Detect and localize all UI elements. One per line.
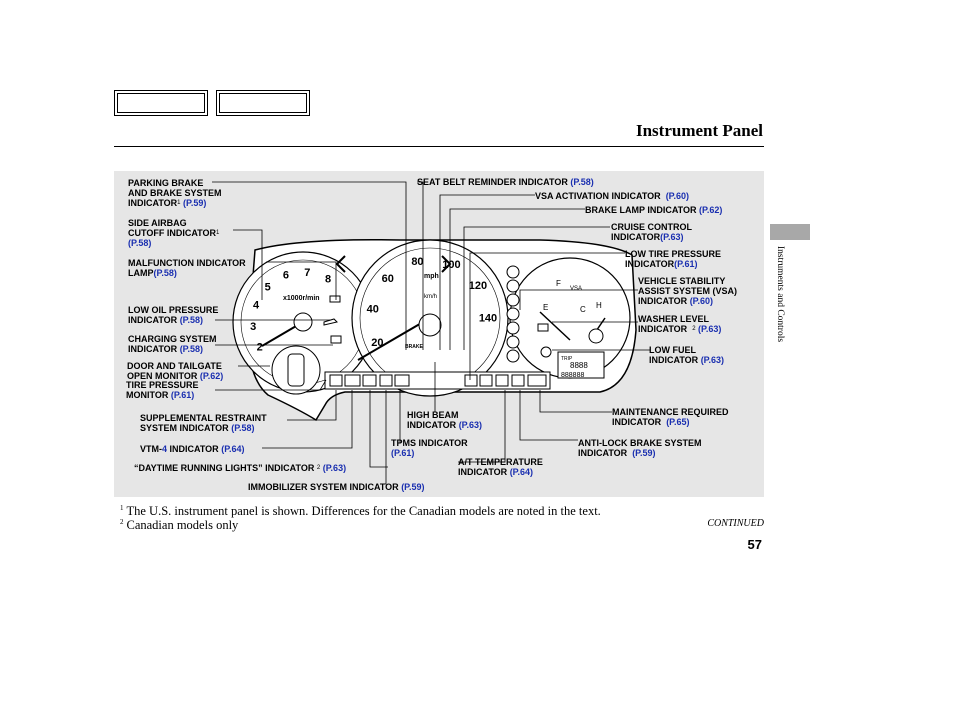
page-number: 57: [747, 537, 762, 552]
brake-word: BRAKE: [405, 344, 423, 350]
engine-icon: [329, 295, 341, 303]
odo-digits-2: 888888: [561, 372, 584, 379]
label-parking-brake: PARKING BRAKE AND BRAKE SYSTEM INDICATOR…: [128, 178, 222, 208]
label-low-fuel: LOW FUEL INDICATOR (P.63): [649, 345, 725, 365]
title-rule: [114, 146, 764, 147]
label-drl: “DAYTIME RUNNING LIGHTS” INDICATOR 2 (P.…: [134, 463, 347, 473]
tach-number-6: 6: [283, 270, 289, 282]
indicator-column: [506, 265, 520, 363]
tach-number-5: 5: [265, 281, 271, 293]
low-fuel-icon: [540, 346, 552, 358]
vtm4-icon: [344, 374, 361, 387]
label-vsa-system: VEHICLE STABILITY ASSIST SYSTEM (VSA) IN…: [638, 276, 738, 306]
tach-number-4: 4: [253, 300, 260, 312]
speed-number-100: 100: [442, 259, 460, 271]
leader-lines: [212, 181, 650, 485]
temp-c-label: C: [580, 305, 586, 314]
continued-marker: CONTINUED: [707, 518, 764, 529]
fuel-needle: [539, 311, 571, 341]
tach-number-7: 7: [304, 267, 310, 279]
tachometer-numbers: 23 456 7 8: [250, 267, 331, 354]
at-temp-icon: [479, 374, 493, 387]
speed-number-80: 80: [411, 256, 423, 268]
odometer-display: [557, 351, 605, 379]
drl-icon: [362, 374, 377, 387]
srs-icon: [329, 374, 343, 387]
low-tire-icon: [464, 374, 478, 387]
tach-number-8: 8: [325, 273, 331, 285]
label-vsa-activation: VSA ACTIVATION INDICATOR (P.60): [535, 191, 690, 201]
label-immobilizer: IMMOBILIZER SYSTEM INDICATOR (P.59): [248, 482, 425, 492]
tachometer-hub: [293, 312, 313, 332]
fuel-f-label: F: [556, 279, 561, 288]
speed-number-20: 20: [371, 337, 383, 349]
tach-unit: x1000r/min: [283, 295, 320, 302]
label-charging: CHARGING SYSTEM INDICATOR (P.58): [128, 334, 217, 354]
indicator-circle: [506, 307, 520, 321]
tach-number-3: 3: [250, 321, 256, 333]
speedometer-hub: [418, 313, 442, 337]
tach-number-2: 2: [257, 342, 263, 354]
maintenance-icon: [527, 374, 547, 387]
speed-number-60: 60: [382, 273, 394, 285]
page-title: Instrument Panel: [635, 121, 763, 140]
label-door-tailgate: DOOR AND TAILGATE OPEN MONITOR (P.62): [127, 361, 224, 381]
odo-digits: 8888: [570, 361, 588, 370]
vsa-text: VSA: [570, 286, 582, 292]
label-abs: ANTI-LOCK BRAKE SYSTEM INDICATOR (P.59): [578, 438, 702, 458]
section-label: Instruments and Controls: [775, 246, 785, 343]
label-brake-lamp: BRAKE LAMP INDICATOR (P.62): [585, 205, 723, 215]
kmh-unit: km/h: [424, 294, 437, 300]
label-srs: SUPPLEMENTAL RESTRAINT SYSTEM INDICATOR …: [140, 413, 267, 433]
indicator-circle: [506, 293, 520, 307]
oil-can-icon: [323, 318, 338, 326]
indicator-circle: [506, 335, 520, 349]
speed-number-120: 120: [469, 280, 487, 292]
speed-number-140: 140: [479, 313, 497, 325]
indicator-circle: [506, 349, 520, 363]
left-turn-arrow-icon: [335, 255, 346, 273]
label-washer-level: WASHER LEVEL INDICATOR 2 (P.63): [638, 314, 722, 334]
speed-unit: mph: [424, 273, 439, 280]
speedometer-needle: [357, 317, 431, 361]
indicator-circle: [506, 265, 520, 279]
label-side-airbag: SIDE AIRBAG CUTOFF INDICATOR1 (P.58): [128, 218, 220, 248]
tpms-icon: [394, 374, 410, 387]
label-high-beam: HIGH BEAM INDICATOR (P.63): [407, 410, 483, 430]
header-box-1: [114, 90, 208, 116]
fuel-e-label: E: [543, 303, 548, 312]
label-malfunction: MALFUNCTION INDICATOR LAMP(P.58): [128, 258, 246, 278]
temp-h-label: H: [596, 301, 602, 310]
speed-number-40: 40: [367, 303, 379, 315]
abs-icon: [495, 374, 509, 387]
label-low-oil: LOW OIL PRESSURE INDICATOR (P.58): [128, 305, 219, 325]
car-top-view-icon: [287, 353, 305, 387]
speedometer-numbers: 20 40 60 80 100 120 140: [367, 256, 498, 349]
label-low-tire-pressure: LOW TIRE PRESSURE INDICATOR(P.61): [625, 249, 722, 269]
abs-icon-2: [511, 374, 525, 387]
odo-trip: TRIP: [561, 356, 573, 362]
label-tire-pressure-monitor: TIRE PRESSURE MONITOR (P.61): [126, 380, 199, 400]
temp-hub: [588, 328, 604, 344]
indicator-circle: [506, 279, 520, 293]
label-seat-belt: SEAT BELT REMINDER INDICATOR (P.58): [417, 177, 594, 187]
indicator-circle: [506, 321, 520, 335]
label-cruise-control: CRUISE CONTROL INDICATOR(P.63): [611, 222, 692, 242]
bottom-indicators: [329, 374, 547, 387]
header-box-2: [216, 90, 310, 116]
label-at-temp: A/T TEMPERATURE INDICATOR (P.64): [458, 457, 543, 477]
immobilizer-icon: [379, 374, 393, 387]
label-maintenance: MAINTENANCE REQUIRED INDICATOR (P.65): [612, 407, 729, 427]
label-vtm4: VTM-4 INDICATOR (P.64): [140, 444, 245, 454]
washer-icon: [537, 323, 549, 332]
section-tab: [770, 224, 810, 240]
label-tpms: TPMS INDICATOR (P.61): [391, 438, 468, 458]
battery-icon: [330, 335, 342, 344]
